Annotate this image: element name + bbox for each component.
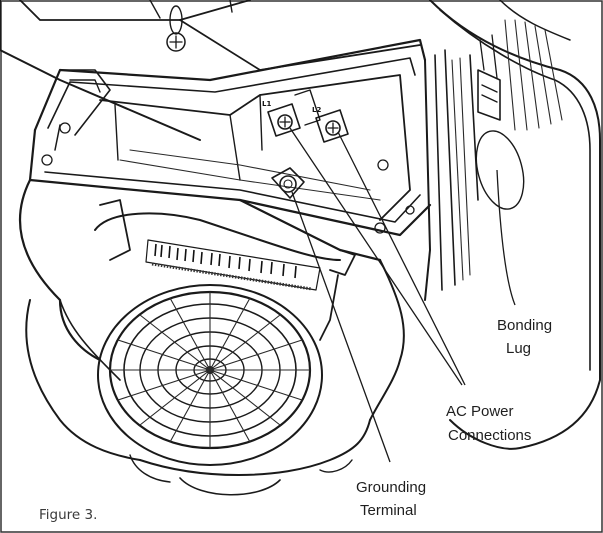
ac-power-label-line2: Connections bbox=[448, 427, 531, 444]
bonding-lug-drawing bbox=[477, 34, 501, 121]
ac-power-leader-2 bbox=[337, 131, 466, 386]
bonding-lug-label-line1: Bonding bbox=[497, 317, 552, 334]
pump-housing-drawing: L1 L2 bbox=[0, 0, 601, 496]
bonding-lug-leader bbox=[496, 169, 516, 306]
l1-terminal-drawing bbox=[267, 89, 321, 137]
grounding-leader bbox=[291, 191, 391, 463]
l2-mark: L2 bbox=[312, 106, 321, 114]
ac-power-leader-1 bbox=[289, 127, 463, 386]
callout-labels: Bonding Lug AC Power Connections Groundi… bbox=[39, 317, 552, 523]
fan-guard-drawing bbox=[97, 284, 323, 466]
l1-mark: L1 bbox=[262, 100, 271, 108]
grounding-terminal-drawing bbox=[271, 167, 305, 199]
figure-caption: Figure 3. bbox=[39, 507, 97, 523]
bonding-lug-label-line2: Lug bbox=[506, 340, 531, 357]
grounding-label-line2: Terminal bbox=[360, 502, 417, 519]
serial-label-drawing bbox=[145, 239, 321, 291]
l2-terminal-drawing bbox=[315, 109, 349, 143]
ac-power-label-line1: AC Power bbox=[446, 403, 514, 420]
grounding-label-line1: Grounding bbox=[356, 479, 426, 496]
callout-leaders bbox=[289, 127, 516, 463]
